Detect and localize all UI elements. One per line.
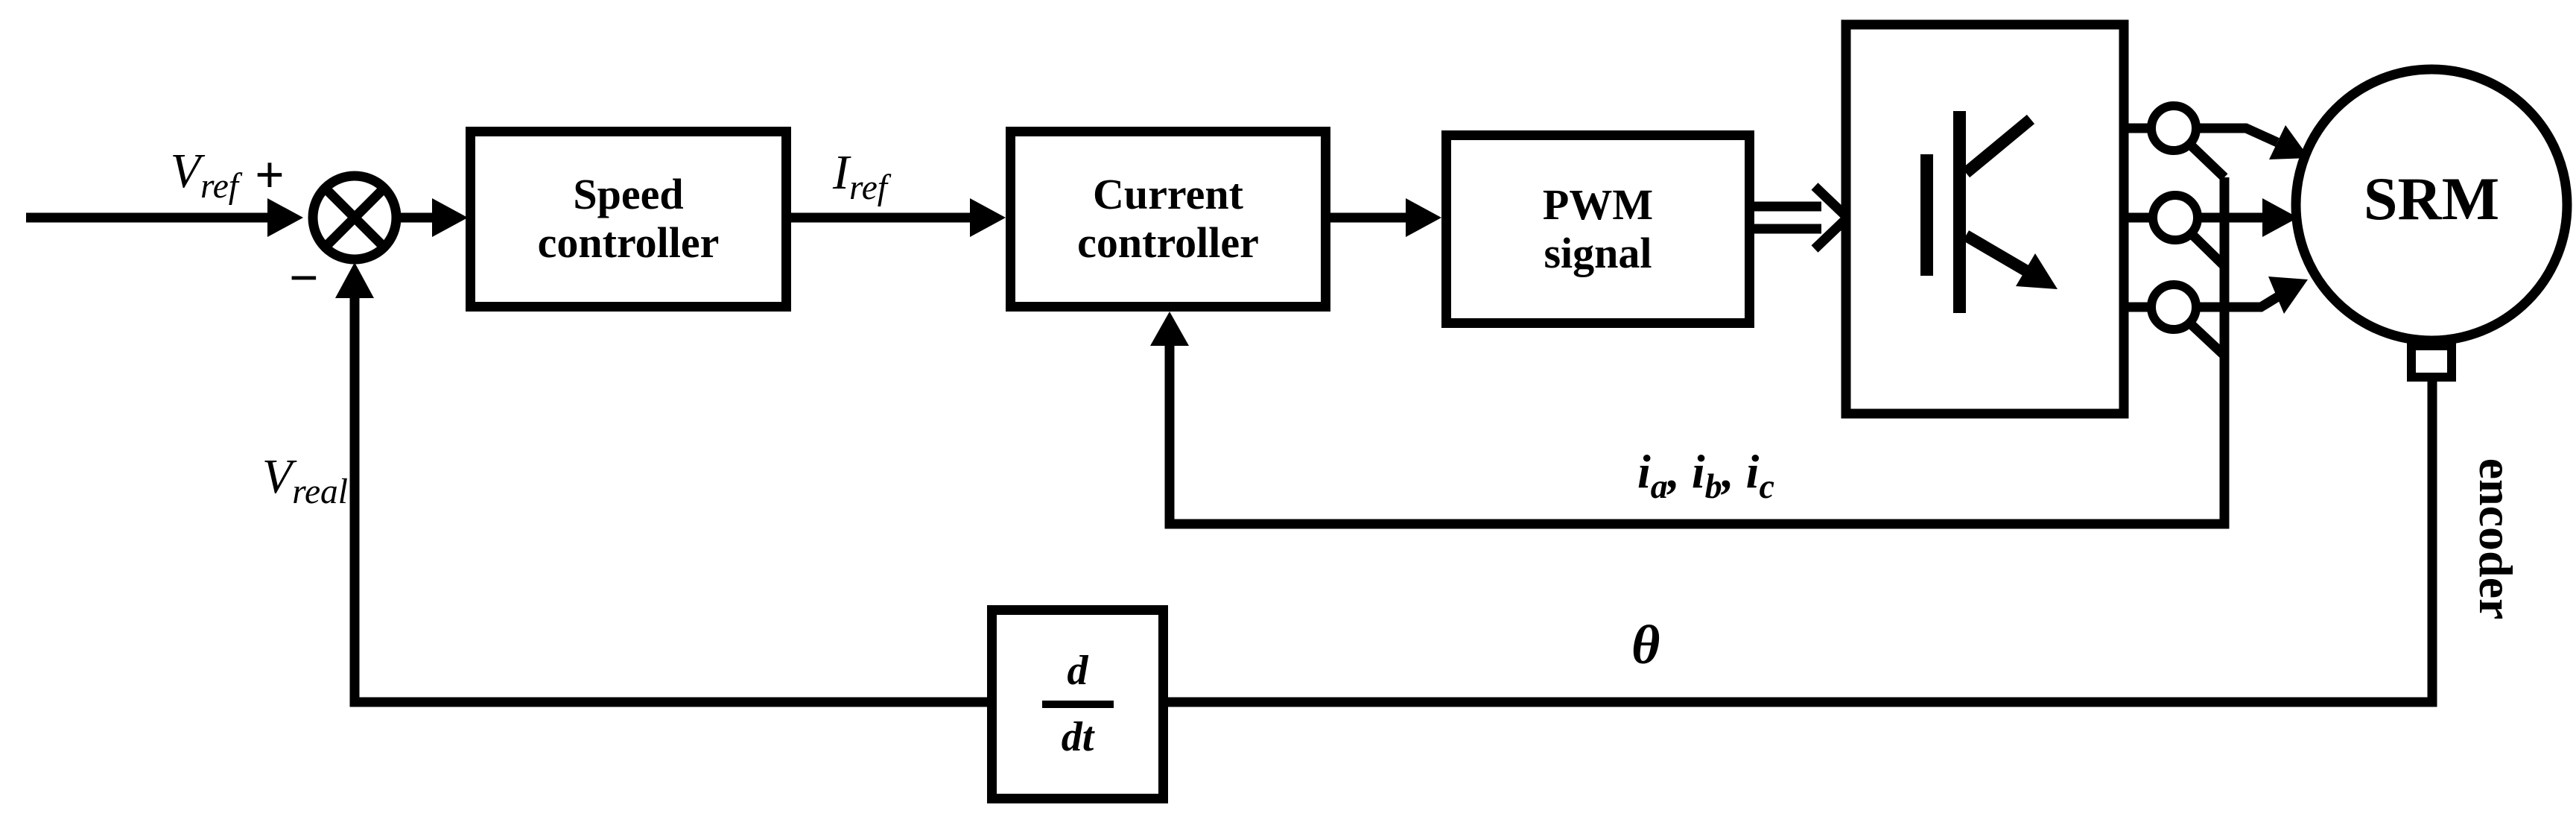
current-sensor-icon-b (2148, 191, 2202, 244)
v-ref-label: Vref (170, 144, 238, 206)
current-sensor-icon-a (2147, 101, 2201, 155)
igbt-icon (1920, 111, 2058, 313)
arrowhead-input (267, 198, 303, 237)
phase-currents-label: ia, ib, ic (1637, 445, 1774, 505)
srm-label: SRM (2363, 165, 2500, 233)
pwm-signal-block: PWM signal (1441, 130, 1754, 328)
speed-controller-label-line2: controller (537, 218, 720, 267)
current-sensor-icon-c (2147, 280, 2201, 334)
current-controller-block: Current controller (1006, 127, 1330, 312)
i-ref-label: Iref (833, 145, 888, 208)
wire-current-feedback (1164, 177, 2230, 529)
inverter-box (1841, 19, 2129, 419)
wire-encoder-down (1168, 373, 2437, 707)
speed-controller-label-line1: Speed (573, 170, 684, 219)
arrowhead-phase-c (2268, 277, 2308, 314)
derivative-numerator: d (1067, 648, 1088, 695)
wire-phase-c (2196, 292, 2281, 312)
wire-pwm-to-inverter-double (1754, 201, 1821, 234)
arrowhead-current-to-pwm (1406, 198, 1441, 237)
v-real-label: Vreal (261, 449, 348, 512)
summing-junction-icon (308, 171, 402, 265)
plus-sign-label: + (255, 147, 285, 204)
encoder-label: encoder (2469, 458, 2522, 620)
wire-sensor-taps (2186, 140, 2228, 359)
minus-sign-label: − (289, 250, 319, 307)
pwm-signal-label-line2: signal (1544, 228, 1652, 277)
arrowhead-speed-to-current (970, 198, 1006, 237)
current-controller-label-line2: controller (1077, 218, 1259, 267)
wire-phase-a (2196, 123, 2280, 147)
arrowhead-phase-a (2269, 125, 2309, 159)
current-controller-label-line1: Current (1093, 170, 1243, 219)
arrowhead-sum-to-speed (432, 198, 468, 237)
derivative-denominator: dt (1061, 714, 1094, 760)
derivative-block: d dt (987, 605, 1168, 803)
arrowhead-current-feedback (1150, 312, 1189, 346)
wire-speed-feedback (349, 298, 987, 707)
speed-controller-block: Speed controller (466, 127, 791, 312)
srm-circle (2291, 64, 2572, 346)
fraction-bar (1041, 701, 1114, 708)
theta-label: θ (1631, 615, 1660, 676)
pwm-signal-label-line1: PWM (1542, 180, 1654, 229)
arrowhead-speed-feedback (335, 262, 374, 298)
encoder-connector-icon (2407, 341, 2456, 382)
arrowhead-phase-b (2262, 198, 2298, 237)
